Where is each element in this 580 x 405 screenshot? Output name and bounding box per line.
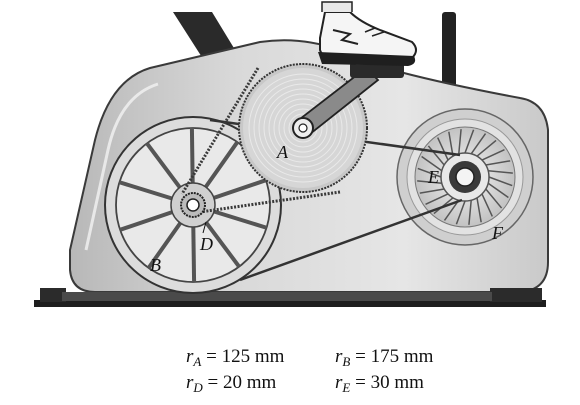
fan-blade bbox=[419, 188, 445, 194]
fan-blade bbox=[481, 149, 505, 161]
fan-blade bbox=[437, 137, 449, 161]
label-e: E bbox=[427, 167, 439, 187]
crank-arm bbox=[292, 66, 380, 139]
fan-blade bbox=[427, 145, 445, 166]
fan-blade bbox=[468, 200, 472, 225]
sprocket-ring bbox=[248, 73, 358, 183]
fan-blade bbox=[476, 139, 497, 157]
wheel-b-spoke bbox=[191, 226, 197, 283]
label-d: D bbox=[199, 234, 213, 254]
wheel-b-spoke bbox=[213, 178, 267, 200]
sprocket-ring bbox=[263, 88, 343, 168]
seat-post bbox=[173, 12, 240, 62]
wheel-b-spoke bbox=[189, 127, 195, 184]
wheel-b-spoke bbox=[146, 221, 182, 270]
wheel-b bbox=[104, 116, 282, 294]
wheel-b-spoke bbox=[204, 140, 240, 189]
sprocket-ring bbox=[278, 103, 328, 153]
param-ra: rA = 125 mm bbox=[186, 346, 285, 369]
wheel-b-spoke bbox=[145, 142, 182, 189]
label-a: A bbox=[276, 142, 289, 162]
sprocket-ring bbox=[253, 78, 353, 178]
fan-blade bbox=[417, 167, 442, 178]
shoe bbox=[318, 1, 417, 66]
label-f: F bbox=[491, 223, 504, 243]
fan-blade bbox=[448, 131, 454, 157]
label-b: B bbox=[150, 255, 161, 275]
fan-blade bbox=[488, 176, 513, 187]
pulley-e bbox=[449, 161, 481, 193]
fan-blade bbox=[455, 200, 466, 225]
fan-blade bbox=[470, 133, 487, 155]
handlebar-post bbox=[442, 12, 456, 92]
wheel-b-spoke bbox=[119, 210, 173, 232]
fan-blade bbox=[487, 182, 509, 199]
exercise-bike-diagram: A B D E F bbox=[34, 1, 549, 307]
sprocket-d bbox=[180, 192, 206, 218]
sprocket-ring bbox=[258, 83, 348, 173]
param-re: rE = 30 mm bbox=[335, 372, 424, 395]
param-rb: rB = 175 mm bbox=[335, 346, 434, 369]
wheel-b-spoke bbox=[118, 180, 173, 201]
fan-blade bbox=[485, 188, 503, 209]
chain-a-to-d bbox=[180, 67, 341, 214]
fan-blade bbox=[485, 160, 511, 166]
fan-blade bbox=[443, 199, 460, 221]
fan-blade bbox=[425, 193, 449, 205]
fan-blade bbox=[464, 129, 475, 154]
sprocket-ring bbox=[283, 108, 323, 148]
fan-blade bbox=[481, 193, 493, 217]
fan-blade bbox=[488, 170, 513, 174]
fan-blade bbox=[421, 155, 443, 172]
sprocket-ring bbox=[268, 93, 338, 163]
fan-blade bbox=[476, 197, 482, 223]
base-plate bbox=[34, 288, 546, 307]
fan-blade bbox=[417, 180, 442, 184]
wheel-b-spoke bbox=[204, 221, 241, 268]
fan-blade bbox=[458, 129, 462, 154]
wheel-b-spoke bbox=[213, 209, 268, 230]
param-rd: rD = 20 mm bbox=[186, 372, 277, 395]
sprocket-ring bbox=[273, 98, 333, 158]
